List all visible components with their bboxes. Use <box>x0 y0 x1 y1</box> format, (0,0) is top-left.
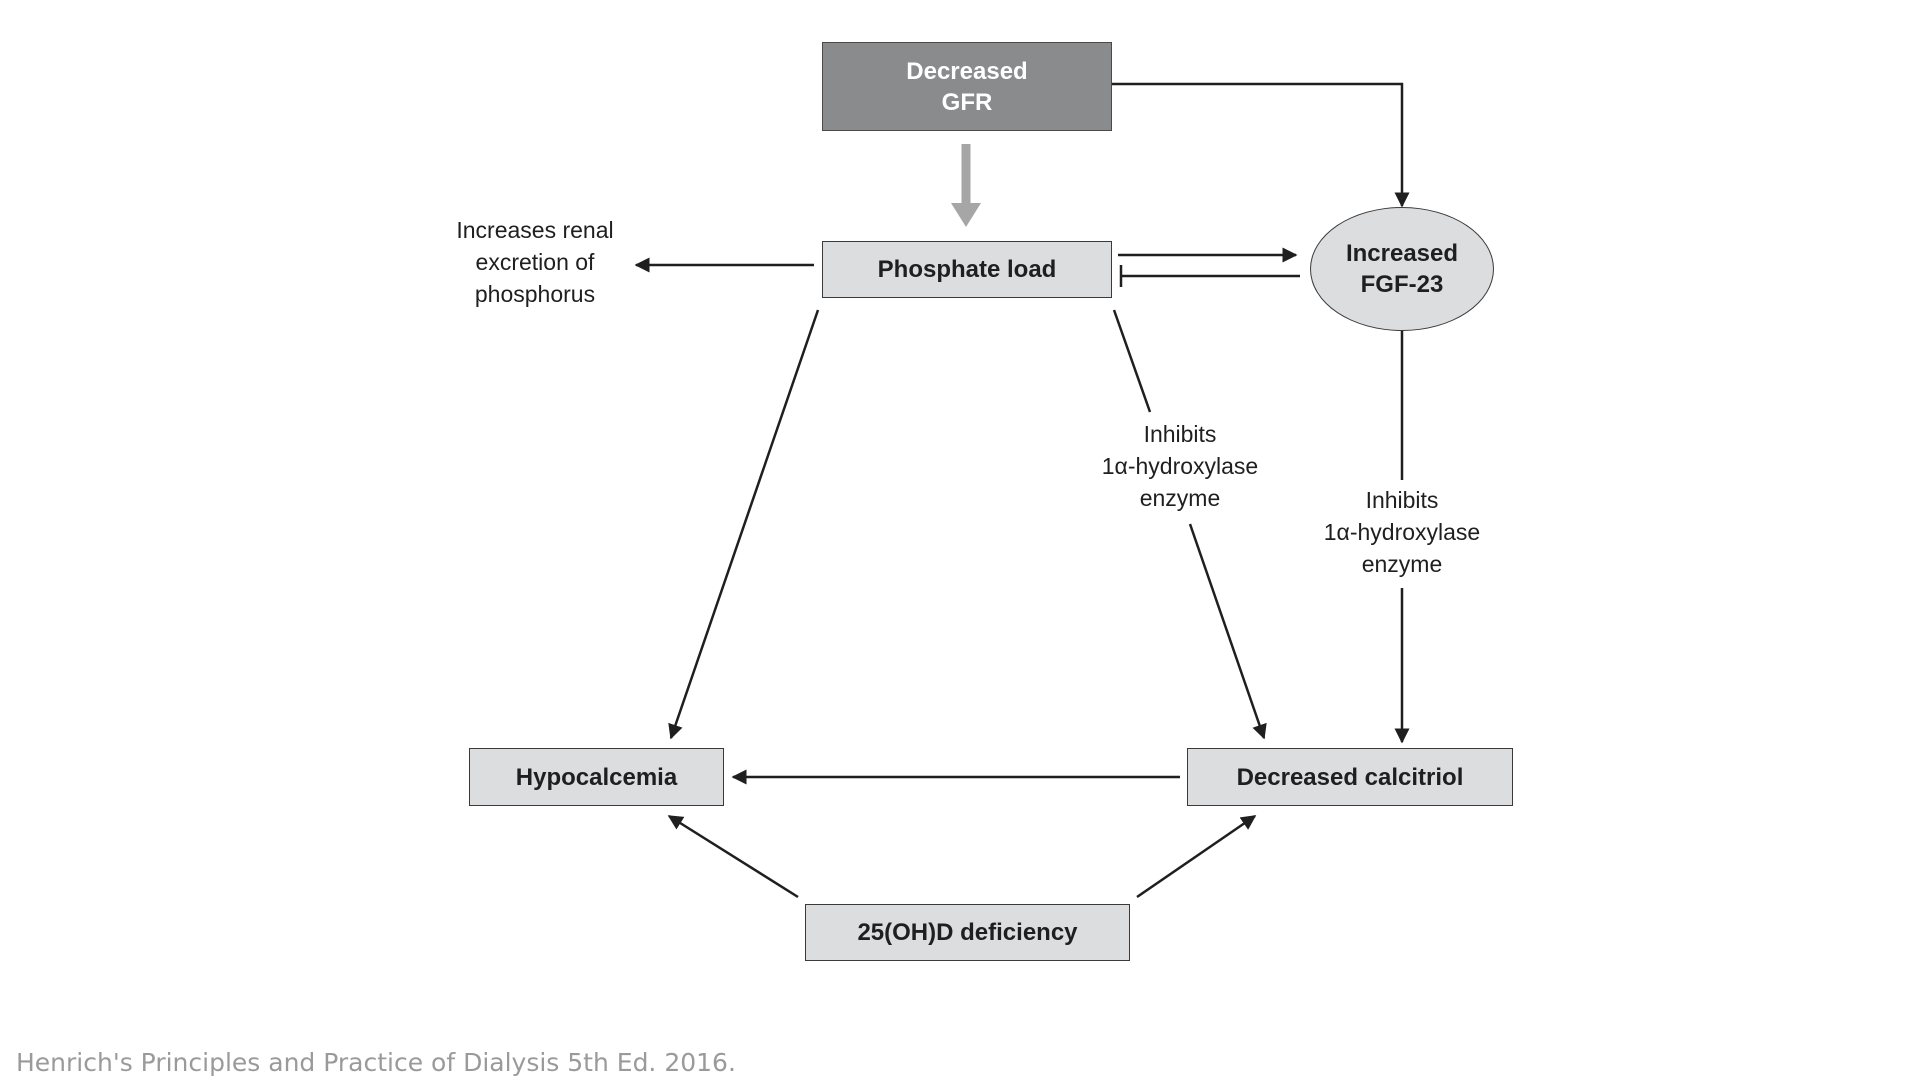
phosphate-to-hypocalcemia-arrow <box>668 309 820 740</box>
vitd-to-calcitriol-arrow <box>1136 814 1257 899</box>
hypocalcemia-node: Hypocalcemia <box>469 748 724 806</box>
gfr-to-phosphate-arrow <box>951 144 981 227</box>
fgf23-inhibits-phosphate-line <box>1119 265 1300 287</box>
phosphate-load-node: Phosphate load <box>822 241 1112 298</box>
phosphate-inhibits-label: Inhibits 1α-hydroxylase enzyme <box>1101 421 1259 511</box>
decreased-gfr-node: Decreased GFR <box>822 42 1112 131</box>
renal-excretion-label: Increases renal excretion of phosphorus <box>456 217 614 307</box>
increased-fgf23-node: Increased FGF-23 <box>1310 207 1494 331</box>
decreased-calcitriol-node: Decreased calcitriol <box>1187 748 1513 806</box>
fgf23-inhibits-label: Inhibits 1α-hydroxylase enzyme <box>1323 487 1481 577</box>
vitd-deficiency-node: 25(OH)D deficiency <box>805 904 1130 961</box>
gfr-to-fgf23-arrow <box>1111 82 1410 208</box>
vitd-to-hypocalcemia-arrow <box>667 814 799 899</box>
source-caption: Henrich's Principles and Practice of Dia… <box>16 1048 736 1077</box>
phosphate-to-calcitriol-arrow <box>1112 309 1267 740</box>
